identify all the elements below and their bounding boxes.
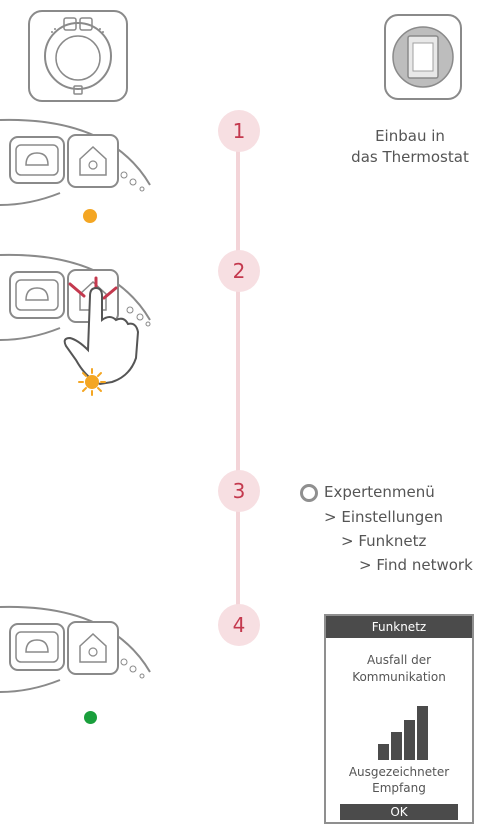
step-badge-4: 4 <box>218 604 260 646</box>
screen-line-1: Ausfall der <box>366 653 432 667</box>
screen-status-1: Ausgezeichneter <box>348 765 450 779</box>
step1-caption-line1: Einbau in <box>375 127 445 145</box>
step1-device-panel <box>0 118 151 206</box>
menu-line-1: Expertenmenü <box>324 483 435 501</box>
timeline-line <box>236 150 240 610</box>
step1-caption: Einbau in das Thermostat <box>340 126 480 168</box>
signal-bar-4 <box>417 706 428 760</box>
funknetz-screen: Funknetz Ausfall der Kommunikation Ausge… <box>324 614 474 824</box>
screen-header: Funknetz <box>326 616 472 638</box>
device-front-illustration <box>28 10 128 102</box>
step4-device-panel <box>0 605 151 693</box>
step2-led-blinking-icon <box>78 368 106 396</box>
step-badge-2: 2 <box>218 250 260 292</box>
menu-line-4: > Find network <box>359 556 473 574</box>
step-badge-1: 1 <box>218 110 260 152</box>
step-badge-3: 3 <box>218 470 260 512</box>
signal-bar-3 <box>404 720 415 760</box>
signal-bar-2 <box>391 732 402 760</box>
menu-line-3: > Funknetz <box>341 532 427 550</box>
menu-line-2: > Einstellungen <box>324 508 444 526</box>
step2-device-panel <box>0 253 151 386</box>
screen-line-2: Kommunikation <box>352 670 446 684</box>
screen-ok-button[interactable]: OK <box>340 804 458 820</box>
step1-caption-line2: das Thermostat <box>351 148 469 166</box>
device-front-graphic <box>44 17 112 95</box>
screen-status-2: Empfang <box>372 781 426 795</box>
menu-ring-icon <box>300 484 318 502</box>
thermostat-illustration <box>384 14 462 100</box>
signal-bar-1 <box>378 744 389 760</box>
cloud-button-icon <box>9 136 65 184</box>
step1-led-orange <box>83 209 97 223</box>
thermostat-graphic <box>392 26 454 88</box>
pointing-hand-icon <box>63 286 140 386</box>
step4-led-green <box>84 711 97 724</box>
